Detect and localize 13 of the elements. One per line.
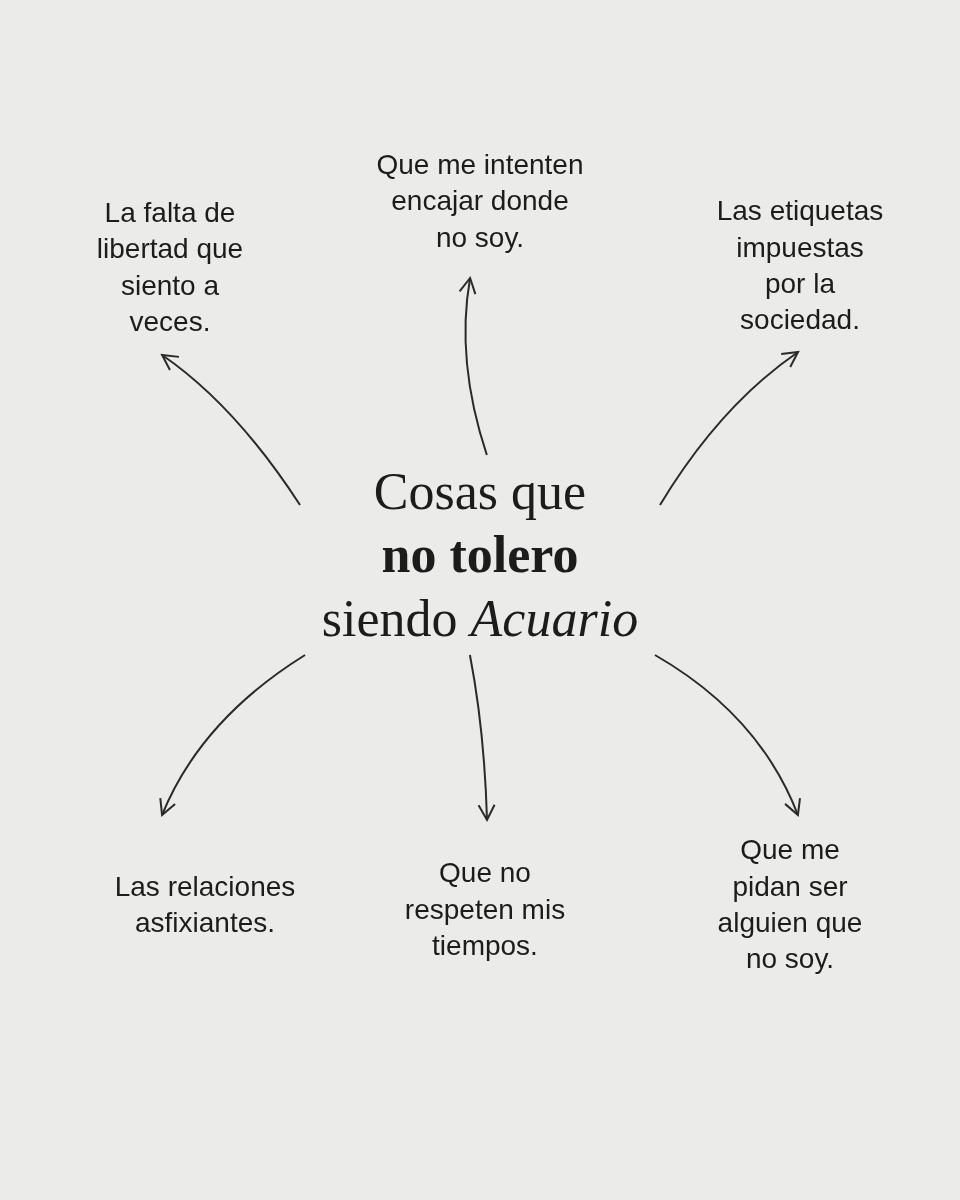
curved-arrow [659, 351, 800, 506]
curved-arrow [468, 654, 496, 821]
item-text: La falta de libertad que siento a veces. [95, 195, 245, 339]
curved-arrow [653, 654, 801, 816]
item-text: Que no respeten mis tiempos. [403, 856, 567, 964]
curved-arrow [161, 354, 301, 506]
item-text: Las relaciones asfixiantes. [113, 869, 297, 940]
curved-arrow [458, 277, 488, 456]
title-text: Cosas que no tolero siendo Acuario [321, 461, 639, 649]
curved-arrow [159, 654, 307, 816]
item-text: Que me intenten encajar donde no soy. [375, 147, 585, 255]
item-text: Que me pidan ser alguien que no soy. [716, 833, 864, 977]
item-text: Las etiquetas impuestas por la sociedad. [715, 194, 885, 338]
